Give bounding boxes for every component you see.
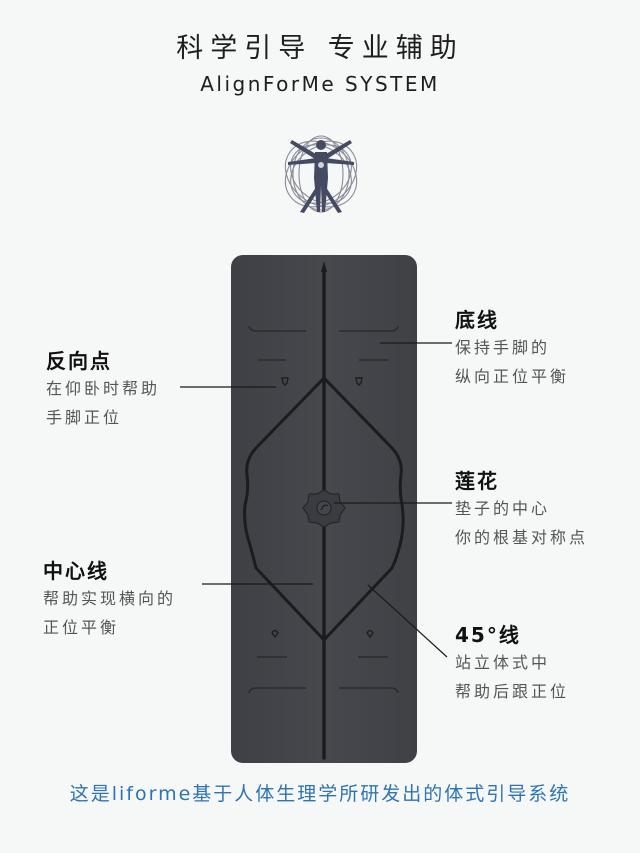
callout-line: 你的根基对称点 xyxy=(455,528,589,547)
page-subtitle: AlignForMe SYSTEM xyxy=(200,72,440,96)
leader-45 xyxy=(367,584,448,658)
callout-baseline: 底线 保持手脚的 纵向正位平衡 xyxy=(455,307,569,391)
page-title: 科学引导 专业辅助 xyxy=(176,33,464,64)
callout-line: 帮助实现横向的 xyxy=(43,589,177,608)
callout-center-line: 中心线 帮助实现横向的 正位平衡 xyxy=(43,558,176,642)
callout-lotus: 莲花 垫子的中心 你的根基对称点 xyxy=(455,468,588,552)
callout-line: 帮助后跟正位 xyxy=(455,682,570,701)
callout-45-line: 45°线 站立体式中 帮助后跟正位 xyxy=(455,622,569,706)
callout-line: 手脚正位 xyxy=(46,408,123,427)
reverse-point-icon xyxy=(355,377,363,386)
callout-reverse-point: 反向点 在仰卧时帮助 手脚正位 xyxy=(46,348,160,432)
callout-title: 反向点 xyxy=(46,349,112,373)
vitruvian-man-icon xyxy=(284,135,358,213)
callout-line: 纵向正位平衡 xyxy=(455,367,570,386)
callout-line: 正位平衡 xyxy=(43,618,120,637)
callout-line: 保持手脚的 xyxy=(455,338,551,357)
callout-line: 垫子的中心 xyxy=(455,499,551,518)
callout-line: 在仰卧时帮助 xyxy=(46,379,161,398)
footer-caption: 这是liforme基于人体生理学所研发出的体式引导系统 xyxy=(69,783,571,805)
callout-title: 45°线 xyxy=(455,623,521,647)
callout-title: 中心线 xyxy=(43,559,109,583)
callout-line: 站立体式中 xyxy=(455,653,551,672)
reverse-point-icon xyxy=(271,629,279,639)
reverse-point-icon xyxy=(366,629,374,639)
callout-title: 底线 xyxy=(455,308,499,332)
lotus-icon xyxy=(302,489,346,528)
callout-title: 莲花 xyxy=(455,469,499,493)
reverse-point-icon xyxy=(281,377,289,386)
